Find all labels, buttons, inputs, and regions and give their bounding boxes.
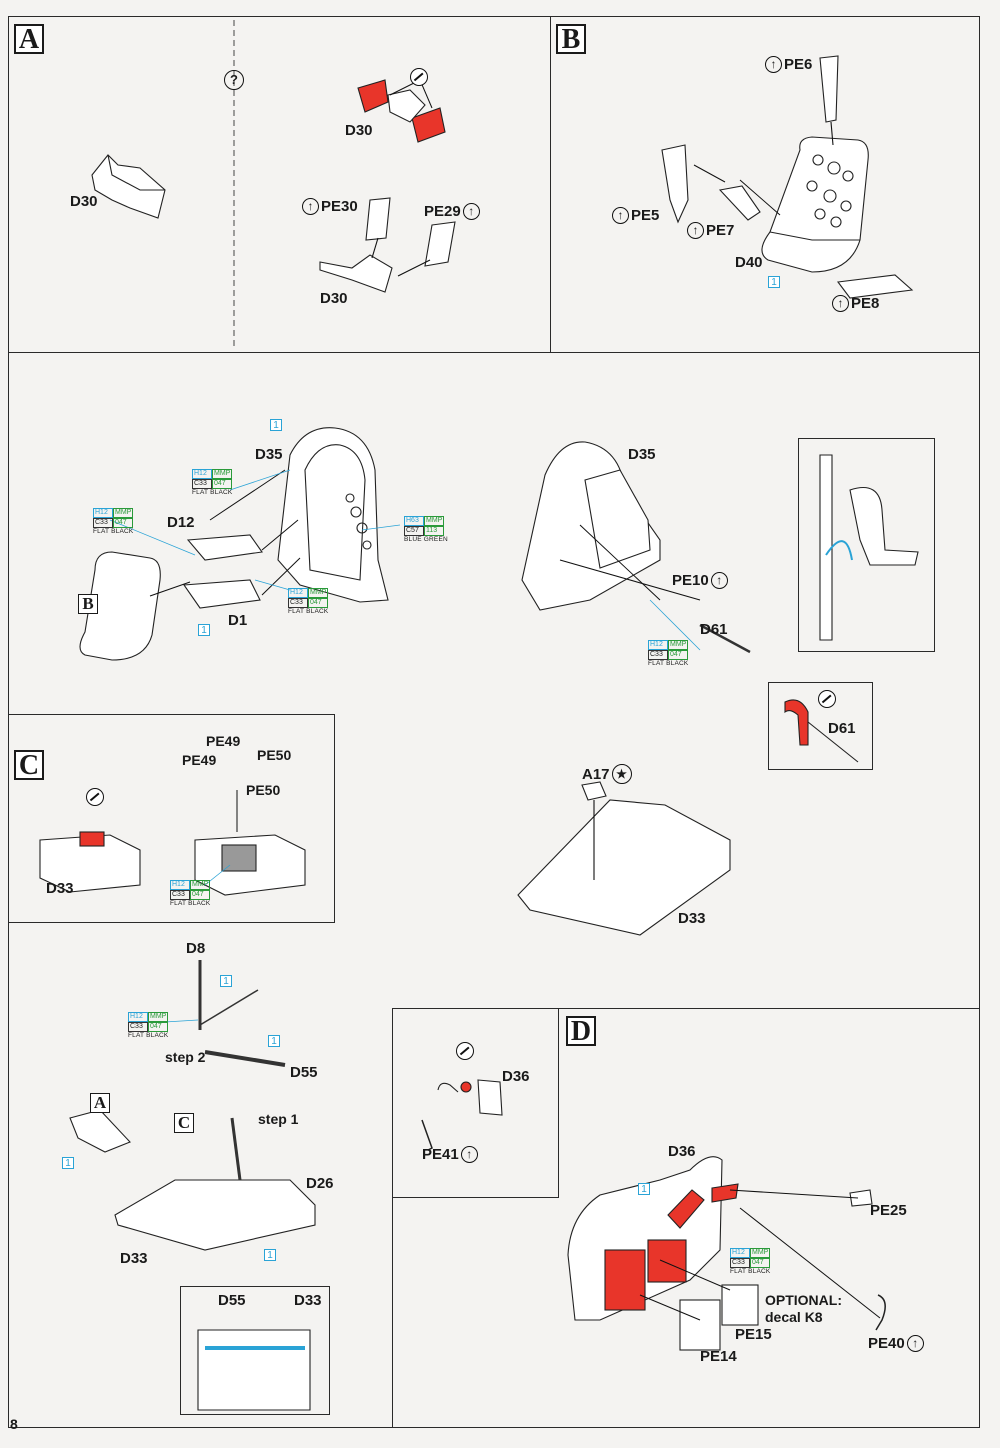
label-pe49-top: PE49 (206, 733, 241, 749)
section-c-tag: C (14, 750, 44, 780)
label-inset-d33: D33 (294, 1292, 322, 1309)
label-d33-assembly: D33 (120, 1250, 148, 1267)
label-d61: D61 (700, 621, 728, 638)
label-d36: D36 (668, 1143, 696, 1160)
label-d30-left: D30 (70, 193, 98, 210)
label-inset-d55: D55 (218, 1292, 246, 1309)
color-ref-badge: 1 (264, 1249, 276, 1261)
label-pe7: ↑PE7 (687, 222, 734, 239)
color-ref-badge: 1 (638, 1183, 650, 1195)
section-a-tag: A (14, 24, 44, 54)
label-d26: D26 (306, 1175, 334, 1192)
label-pe15: PE15 (735, 1326, 772, 1343)
section-b-tag: B (556, 24, 586, 54)
label-pe29: PE29↑ (424, 203, 480, 220)
color-ref-badge: 1 (768, 276, 780, 288)
photo-etch-arrow-icon: ↑ (832, 295, 849, 312)
label-pe30: ↑PE30 (302, 198, 358, 215)
label-step-2: step 2 (165, 1049, 206, 1065)
label-d30-bottom: D30 (320, 290, 348, 307)
remove-part-icon (86, 788, 104, 806)
ref-a-tag: A (90, 1093, 110, 1113)
label-d36-top: D36 (502, 1068, 530, 1085)
photo-etch-arrow-icon: ↑ (302, 198, 319, 215)
remove-part-icon (818, 690, 836, 708)
photo-etch-arrow-icon: ↑ (612, 207, 629, 224)
label-pe25: PE25 (870, 1202, 907, 1219)
question-circle-icon: ? (224, 70, 244, 90)
label-d55: D55 (290, 1064, 318, 1081)
photo-etch-arrow-icon: ↑ (906, 1335, 924, 1352)
label-pe41: PE41↑ (422, 1146, 478, 1163)
label-pe10: PE10↑ (672, 572, 728, 589)
d-inset-frame (392, 1008, 559, 1198)
optional-note: OPTIONAL: decal K8 (765, 1292, 842, 1326)
label-pe40: PE40↑ (868, 1335, 924, 1352)
label-d12: D12 (167, 514, 195, 531)
color-ref-badge: 1 (268, 1035, 280, 1047)
label-d33-floor: D33 (678, 910, 706, 927)
photo-etch-arrow-icon: ↑ (460, 1146, 478, 1163)
label-pe6: ↑PE6 (765, 56, 812, 73)
label-pe49-left: PE49 (182, 752, 217, 768)
ref-b-tag: B (78, 594, 98, 614)
color-ref-badge: 1 (220, 975, 232, 987)
decal-label: decal K8 (765, 1309, 823, 1325)
section-c-frame (8, 714, 335, 923)
label-d30-top: D30 (345, 122, 373, 139)
remove-part-icon (410, 68, 428, 86)
color-ref-badge: 1 (270, 419, 282, 431)
label-d61-detail: D61 (828, 720, 856, 737)
label-d33-c: D33 (46, 880, 74, 897)
color-ref-badge: 1 (62, 1157, 74, 1169)
d61-detail-frame (768, 682, 873, 770)
optional-label: OPTIONAL: (765, 1292, 842, 1308)
label-pe50-right: PE50 (257, 747, 292, 763)
label-d40: D40 (735, 254, 763, 271)
photo-etch-arrow-icon: ↑ (687, 222, 704, 239)
section-d-frame (392, 1008, 980, 1428)
remove-part-icon (456, 1042, 474, 1060)
label-d35: D35 (255, 446, 283, 463)
page-number: 8 (10, 1416, 18, 1432)
section-d-tag: D (566, 1016, 596, 1046)
floor-inset-frame (180, 1286, 330, 1415)
color-ref-badge: 1 (198, 624, 210, 636)
label-d8: D8 (186, 940, 206, 957)
photo-etch-arrow-icon: ↑ (765, 56, 782, 73)
label-pe14: PE14 (700, 1348, 737, 1365)
star-circle-icon: ★ (611, 764, 632, 784)
photo-etch-arrow-icon: ↑ (710, 572, 728, 589)
label-pe5: ↑PE5 (612, 207, 659, 224)
bulkhead-detail-frame (798, 438, 935, 652)
ref-c-tag: C (174, 1113, 194, 1133)
label-a17: A17★ (582, 764, 632, 784)
label-d35-right: D35 (628, 446, 656, 463)
label-pe8: ↑PE8 (832, 295, 879, 312)
label-step-1: step 1 (258, 1111, 299, 1127)
photo-etch-arrow-icon: ↑ (462, 203, 480, 220)
label-d1: D1 (228, 612, 248, 629)
label-pe50-bottom: PE50 (246, 782, 281, 798)
